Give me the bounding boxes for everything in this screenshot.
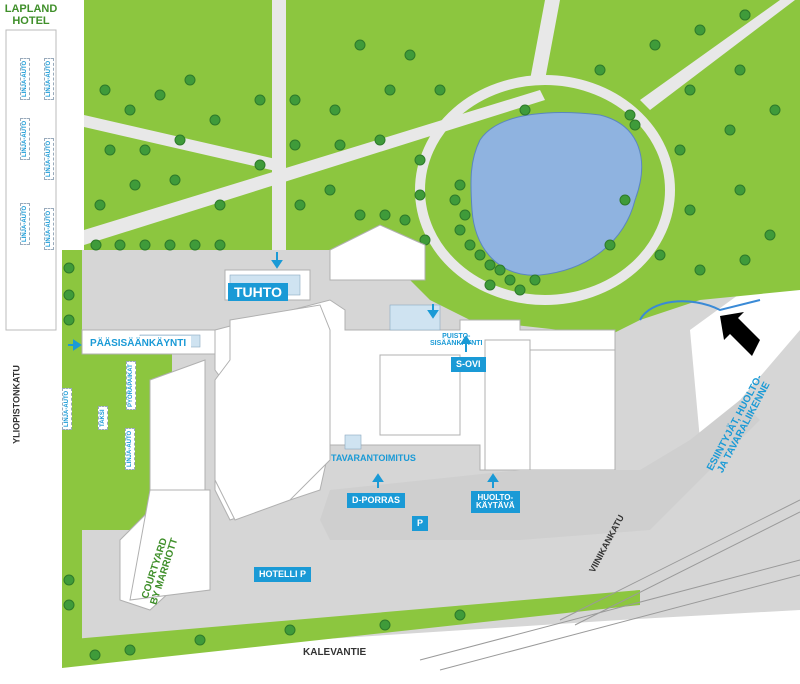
- label-yliopistonkatu: YLIOPISTONKATU: [11, 365, 22, 444]
- railway: [419, 499, 800, 671]
- arrow-marker: [720, 312, 760, 356]
- stream: [639, 299, 761, 321]
- path-vertical-1: [62, 0, 84, 250]
- path-diagonal-4: [640, 0, 795, 110]
- label-bike-parking: PYÖRÄPAIKAT: [126, 361, 136, 410]
- label-s-door: S-OVI: [451, 357, 486, 372]
- label-tuhto: TUHTO: [228, 283, 288, 301]
- trees: [63, 9, 781, 661]
- buildings: [81, 224, 616, 611]
- path-vertical-2: [272, 0, 286, 250]
- label-d-stairs: D-PORRAS: [347, 493, 406, 508]
- path-diagonal-3: [530, 0, 560, 80]
- label-bus-3: LINJA-AUTO: [20, 202, 30, 245]
- label-bus-7: LINJA-AUTO: [62, 387, 72, 430]
- label-parking: P: [412, 516, 429, 531]
- path-diagonal-1: [84, 90, 545, 245]
- service-road: [320, 400, 760, 540]
- label-bus-4: LINJA-AUTO: [44, 57, 54, 100]
- label-hotel-parking: HOTELLI P: [254, 567, 311, 582]
- label-bus-6: LINJA-AUTO: [44, 207, 54, 250]
- label-bus-5: LINJA-AUTO: [44, 137, 54, 180]
- road-kalevantie: [0, 610, 800, 684]
- label-main-entrance: PÄÄSISÄÄNKÄYNTI: [85, 336, 192, 352]
- grass-strip-west: [62, 250, 82, 660]
- label-bus-8: LINJA-AUTO: [125, 427, 135, 470]
- label-bus-2: LINJA-AUTO: [20, 117, 30, 160]
- grass-strip-south: [62, 590, 640, 668]
- grass-park-north: [62, 0, 800, 340]
- label-kalevantie: KALEVANTIE: [303, 647, 367, 658]
- label-park-entrance: PUISTO- SISÄÄNKÄYNTI: [430, 333, 483, 347]
- label-taxi: TAKSI: [98, 406, 108, 430]
- label-lapland-hotel: LAPLAND HOTEL: [4, 3, 58, 27]
- pond: [470, 112, 643, 276]
- label-bus-1: LINJA-AUTO: [20, 57, 30, 100]
- label-goods-reception: TAVARANTOIMITUS: [331, 453, 416, 463]
- blue-arrows: [68, 252, 499, 488]
- label-service-corridor: HUOLTO- KÄYTÄVÄ: [471, 491, 520, 513]
